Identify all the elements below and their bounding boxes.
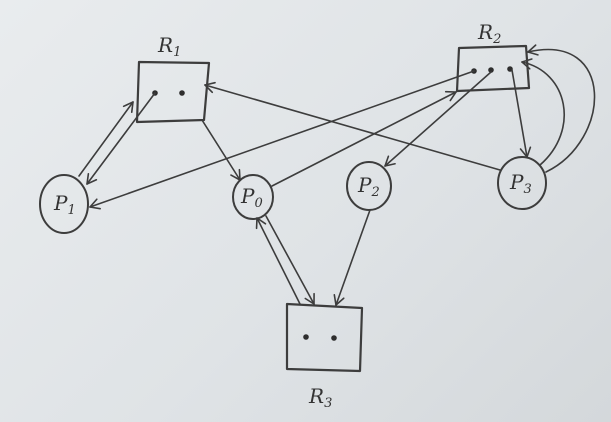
r3-instance-dot — [331, 335, 337, 341]
r2-label: R2 — [477, 20, 501, 47]
resource-r2: R2 — [455, 20, 531, 93]
edge-p3-to-r2-outer — [527, 44, 596, 173]
p1-label: P1 — [53, 191, 76, 218]
edge-p3-to-r2-inner — [521, 58, 565, 166]
r3-label: R3 — [308, 384, 332, 411]
edge-r2-to-p1 — [89, 70, 475, 210]
edge-p2-to-r3 — [333, 209, 371, 306]
resource-r3: R3 — [285, 302, 364, 411]
edge-r2-to-p3 — [511, 69, 532, 158]
r1-label: R1 — [157, 33, 181, 60]
p0-label: P0 — [240, 184, 263, 211]
p3-label: P3 — [509, 170, 532, 197]
edge-p0-to-r2 — [271, 90, 457, 187]
process-p0: P0 — [232, 174, 274, 220]
edge-p3-to-r1 — [204, 81, 501, 171]
process-p2: P2 — [346, 161, 392, 211]
p2-label: P2 — [357, 173, 380, 200]
r1-instance-dot — [179, 90, 185, 96]
resource-r1: R1 — [135, 33, 211, 124]
edge-r1-to-p1 — [86, 92, 156, 185]
edge-p0-to-r3 — [265, 215, 315, 305]
process-p1: P1 — [39, 174, 89, 234]
edge-r1-to-p0 — [201, 119, 241, 181]
edge-p1-to-r1 — [78, 101, 134, 177]
process-p3: P3 — [497, 156, 547, 210]
edge-r3-to-p0 — [255, 217, 301, 305]
r3-instance-dot — [303, 334, 309, 340]
r2-instance-dot — [488, 67, 494, 73]
edge-r2-to-p2 — [384, 71, 492, 167]
